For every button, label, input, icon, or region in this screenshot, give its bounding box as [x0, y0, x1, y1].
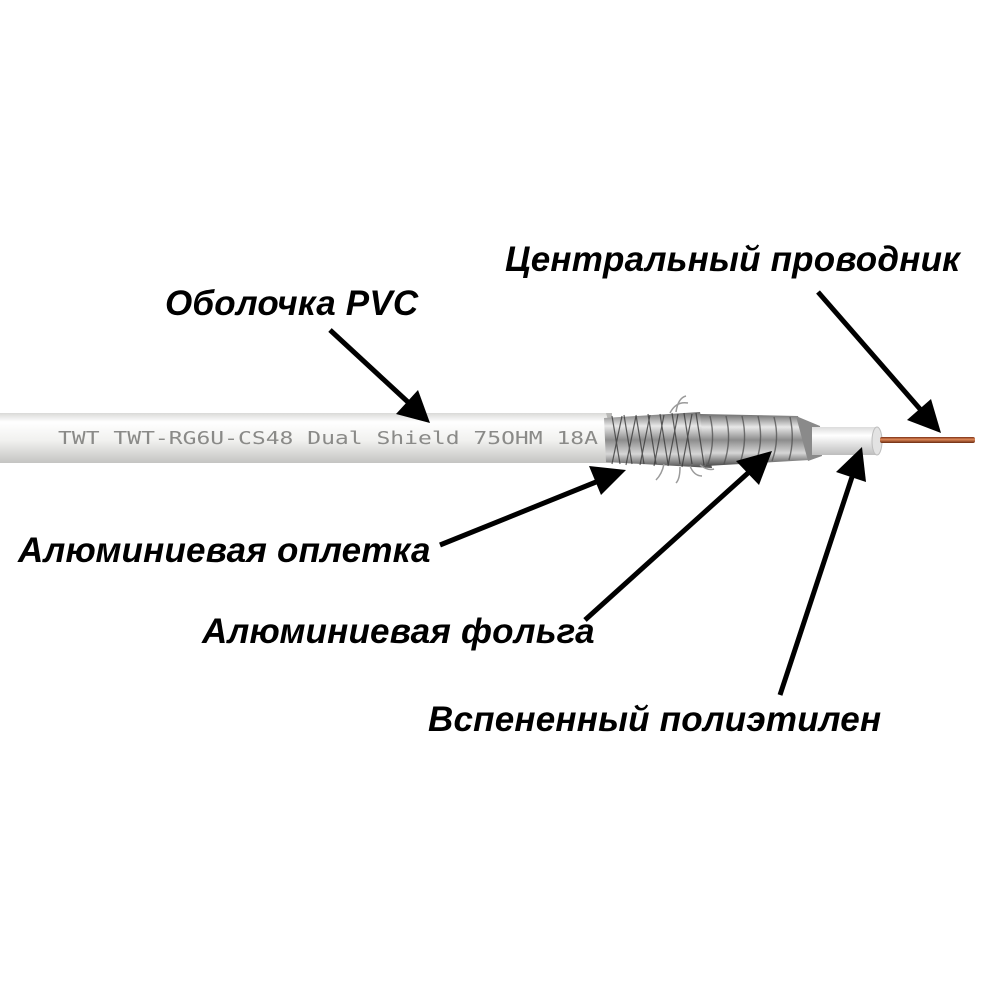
aluminium-braid	[604, 395, 715, 484]
label-aluminium-braid: Алюминиевая оплетка	[18, 531, 431, 570]
label-aluminium-foil: Алюминиевая фольга	[202, 612, 595, 651]
arrow-conductor	[816, 290, 941, 433]
label-foamed-polyethylene: Вспененный полиэтилен	[428, 700, 882, 739]
aluminium-foil	[700, 414, 822, 466]
center-conductor	[880, 437, 975, 443]
label-pvc-jacket: Оболочка PVC	[165, 284, 419, 323]
arrow-foam	[777, 447, 866, 696]
cable-print-text: TWT TWT-RG6U-CS48 Dual Shield 75OHM 18A	[58, 428, 598, 449]
foamed-dielectric	[812, 426, 883, 456]
callout-arrows	[328, 290, 941, 696]
arrow-foil	[583, 451, 772, 622]
arrow-jacket	[328, 328, 430, 423]
arrow-braid	[439, 466, 626, 548]
label-center-conductor: Центральный проводник	[505, 240, 961, 279]
pvc-jacket	[0, 413, 612, 463]
